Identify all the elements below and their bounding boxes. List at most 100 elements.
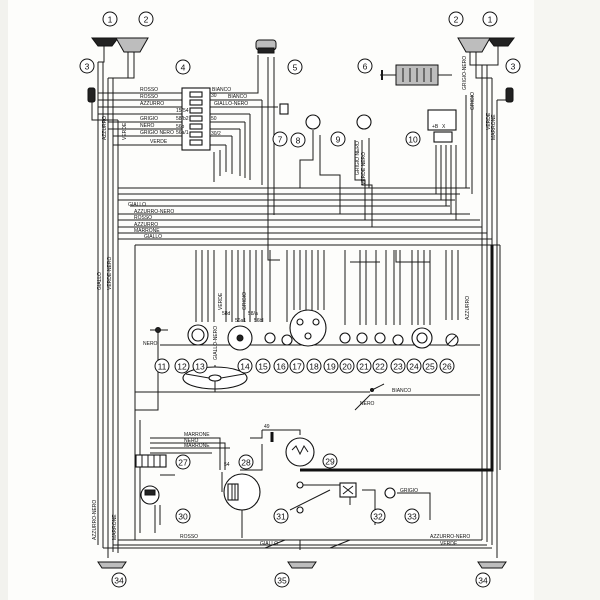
- callout-circle: [255, 358, 271, 374]
- callout-c30: 30: [175, 508, 191, 524]
- left-sidelight-icon: [91, 37, 119, 47]
- wire-label-marrone-b: MARRONE: [184, 443, 210, 449]
- terminal-15-54: 15/54: [176, 108, 189, 114]
- callout-number: 3: [85, 62, 90, 72]
- callout-number: 30: [178, 512, 188, 522]
- callout-c27: 27: [175, 454, 191, 470]
- wire-label-nero: NERO: [140, 123, 155, 129]
- callout-circle: [475, 572, 491, 588]
- callout-number: 22: [375, 362, 385, 372]
- callout-number: 3: [511, 62, 516, 72]
- wire-label-giallo-nero-12: GIALLO-NERO: [213, 326, 219, 360]
- callout-circle: [505, 58, 521, 74]
- callout-circle: [482, 11, 498, 27]
- wire-label-nero-12: NERO: [143, 341, 158, 347]
- callout-circle: [274, 572, 290, 588]
- callout-c34l: 34: [111, 572, 127, 588]
- callout-circle: [290, 132, 306, 148]
- callout-number: 20: [342, 362, 352, 372]
- wire-label-bianco-b: BIANCO: [228, 94, 247, 100]
- fuse-block-icon: [181, 87, 211, 151]
- callout-c13: 13: [192, 358, 208, 374]
- ignition-switch-icon: [227, 325, 253, 351]
- callout-number: 8: [296, 136, 301, 146]
- callout-number: 31: [276, 512, 286, 522]
- callout-c25: 25: [422, 358, 438, 374]
- callout-circle: [287, 59, 303, 75]
- callout-number: 27: [178, 458, 188, 468]
- interior-light-icon: [150, 327, 168, 333]
- callout-circle: [370, 508, 386, 524]
- wire-label-rosso-bottom: ROSSO: [180, 534, 198, 540]
- indicator-lamp-16-icon: [281, 334, 293, 346]
- callout-circle: [323, 358, 339, 374]
- callout-circle: [111, 572, 127, 588]
- callout-c2l: 2: [138, 11, 154, 27]
- indicator-lamp-20-icon: [339, 332, 351, 344]
- wire-label-grigio-nero: GRIGIO: [140, 116, 158, 122]
- right-headlamp-icon: [457, 37, 491, 53]
- right-indicator-icon: [505, 87, 514, 103]
- wire-label-verde: VERDE: [150, 139, 168, 145]
- callout-circle: [356, 358, 372, 374]
- callout-number: 29: [325, 457, 335, 467]
- wire-label-azzurro-left: AZZURRO: [102, 116, 108, 140]
- callout-c12: 12: [174, 358, 190, 374]
- callout-circle: [406, 358, 422, 374]
- callout-number: 4: [181, 63, 186, 73]
- callout-number: 33: [407, 512, 417, 522]
- wire-label-marrone-2: MARRONE: [134, 228, 160, 234]
- callout-circle: [272, 131, 288, 147]
- callout-number: 7: [278, 135, 283, 145]
- terminal-x: X: [442, 124, 446, 130]
- callout-c21: 21: [356, 358, 372, 374]
- terminal-56b: 56b: [176, 124, 185, 130]
- callout-c4: 4: [175, 59, 191, 75]
- wire-label-marrone-r: MARRONE: [491, 114, 497, 140]
- wire-label-grigio-r: GRIGIO: [400, 488, 418, 494]
- terminal-54: 54: [224, 462, 230, 468]
- callout-number: 1: [488, 15, 493, 25]
- wire-label-azzurro-nero-2: AZZURRO-NERO: [134, 209, 174, 215]
- wire-label-azzurro-2: AZZURRO: [134, 222, 158, 228]
- callout-circle: [404, 508, 420, 524]
- callout-c10: 10: [405, 131, 421, 147]
- wire-label-verde-nero-v: VERDE-NERO: [107, 257, 113, 290]
- wire-label-grigio-r2: GRIGIO: [470, 92, 476, 110]
- terminal-56a: 56a/1: [176, 130, 189, 136]
- terminal-30-2: 30/2: [211, 131, 221, 137]
- callout-number: 32: [373, 512, 383, 522]
- wire-label-azzurro-bottom: AZZURRO-NERO: [430, 534, 470, 540]
- distributor-icon: [339, 482, 357, 498]
- callout-number: 12: [177, 362, 187, 372]
- callout-circle: [289, 358, 305, 374]
- wire-label-giallo-bottom: GIALLO: [260, 541, 278, 547]
- wire-label-giallo-v: GIALLO: [97, 272, 103, 290]
- wire-label-rosso-2: ROSSO: [140, 94, 158, 100]
- callout-number: 14: [240, 362, 250, 372]
- callout-circle: [175, 59, 191, 75]
- callout-circle: [79, 58, 95, 74]
- callout-c33: 33: [404, 508, 420, 524]
- number-plate-light-icon: [287, 561, 317, 569]
- callout-number: 10: [408, 135, 418, 145]
- wire-label-grigio-nero-rot: GRIGIO NERO: [355, 141, 361, 175]
- callout-c19: 19: [323, 358, 339, 374]
- wire-label-verde-nero-rot: VERDE NERO: [361, 152, 367, 185]
- left-indicator-icon: [87, 87, 96, 103]
- callout-number: 26: [442, 362, 452, 372]
- callout-circle: [102, 11, 118, 27]
- callout-c1l: 1: [102, 11, 118, 27]
- callout-circle: [322, 453, 338, 469]
- callout-number: 1: [108, 15, 113, 25]
- wire-label-rosso-3: ROSSO: [134, 215, 152, 221]
- callout-number: 19: [326, 362, 336, 372]
- terminal-58: 58/b2: [176, 116, 189, 122]
- callout-circle: [273, 358, 289, 374]
- callout-circle: [405, 131, 421, 147]
- callout-c8: 8: [290, 132, 306, 148]
- wire-label-nero-b: NERO: [184, 438, 199, 444]
- callout-number: 23: [393, 362, 403, 372]
- callout-number: 16: [276, 362, 286, 372]
- callout-circle: [175, 508, 191, 524]
